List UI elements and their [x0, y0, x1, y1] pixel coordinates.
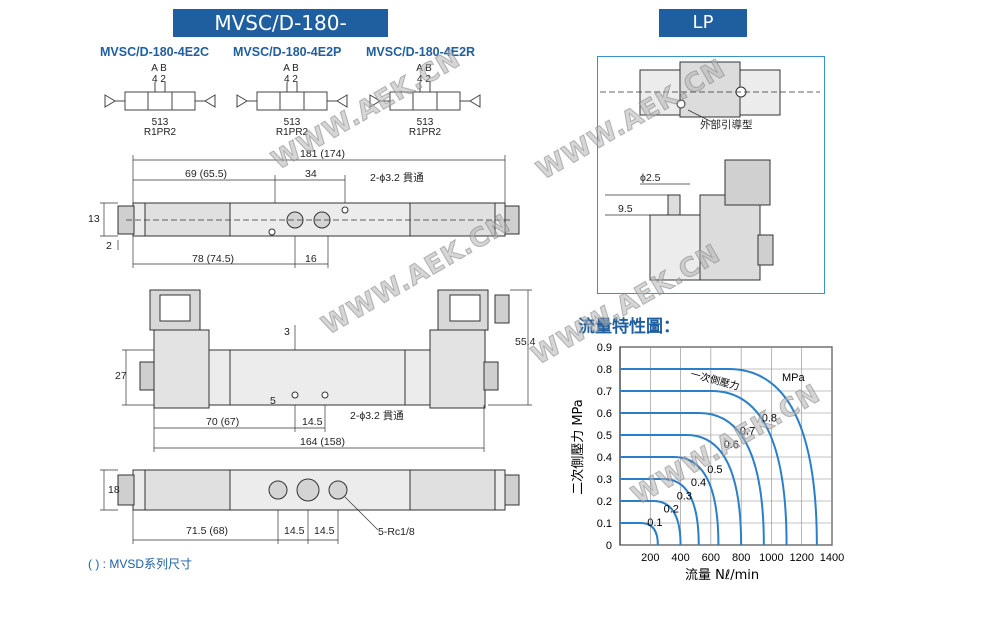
y-tick-label: 0 [606, 540, 612, 552]
dim-overall-top: 181 (174) [300, 148, 345, 160]
y-tick-label: 0.4 [597, 452, 612, 464]
dim-16: 16 [305, 253, 317, 265]
dim-hole-top: 2-ϕ3.2 貫通 [370, 172, 424, 184]
symbol-c-bottom-ports: R1PR2 [143, 127, 177, 138]
series-label-0.1: 0.1 [647, 517, 662, 529]
y-tick-label: 0.6 [597, 408, 612, 420]
dim-14-5-b: 14.5 [314, 525, 335, 537]
series-note: ( ) : MVSD系列尺寸 [88, 557, 192, 571]
dim-3: 3 [284, 326, 290, 338]
front-view-dims [122, 289, 532, 452]
lp-d95: 9.5 [618, 203, 633, 215]
symbol-title-r: MVSC/D-180-4E2R [366, 45, 476, 59]
y-tick-label: 0.3 [597, 474, 612, 486]
y-tick-label: 0.5 [597, 430, 612, 442]
series-label-0.7: 0.7 [740, 426, 755, 438]
dim-27: 27 [115, 370, 127, 382]
series-label-0.2: 0.2 [664, 504, 679, 516]
symbol-title-p: MVSC/D-180-4E2P [233, 45, 342, 59]
symbol-r-top-nums: 4 2 [417, 74, 431, 85]
series-label-0.4: 0.4 [691, 477, 706, 489]
series-curve-0.7 [620, 390, 788, 546]
series-label-0.6: 0.6 [724, 439, 739, 451]
dim-5: 5 [270, 395, 276, 407]
series-curve-0.1 [620, 522, 659, 546]
symbol-r-bottom-ports: R1PR2 [408, 127, 442, 138]
symbol-r-graphic [369, 82, 481, 111]
lp-title-badge: LP [659, 9, 747, 37]
lp-drawing [600, 61, 820, 281]
symbol-p-graphic [236, 82, 348, 111]
dim-18: 18 [108, 484, 120, 496]
dim-71-5: 71.5 (68) [186, 525, 229, 537]
dim-14-5-front: 14.5 [302, 416, 323, 428]
y-tick-label: 0.1 [597, 518, 612, 530]
symbol-p-top-ports: A B [283, 63, 299, 74]
symbol-r-bottom-nums: 513 [416, 117, 434, 128]
lp-frame [597, 56, 825, 294]
y-tick-label: 0.2 [597, 496, 612, 508]
dim-13: 13 [88, 213, 100, 225]
dim-hole-front: 2-ϕ3.2 貫通 [350, 410, 404, 422]
dim-70: 70 (67) [206, 416, 240, 428]
symbol-title-c: MVSC/D-180-4E2C [100, 45, 210, 59]
flow-chart-title: 流量特性圖： [578, 317, 680, 337]
x-tick-label: 1200 [789, 552, 813, 564]
unit-label: MPa [782, 372, 806, 384]
dim-14-5-a: 14.5 [284, 525, 305, 537]
front-view [139, 289, 510, 409]
series-label-0.3: 0.3 [677, 490, 692, 502]
dim-55: 55.4 [515, 336, 536, 348]
y-tick-label: 0.9 [597, 342, 612, 354]
top-view [117, 202, 520, 237]
symbol-c-bottom-nums: 513 [151, 117, 169, 128]
x-tick-label: 200 [641, 552, 659, 564]
series-label-0.8: 0.8 [762, 412, 777, 424]
y-axis-label: 二次側壓力 MPa [570, 399, 586, 495]
series-curve-0.8 [620, 368, 818, 546]
symbol-c-graphic [104, 82, 216, 111]
x-tick-label: 1400 [820, 552, 844, 564]
dim-2: 2 [106, 240, 112, 252]
y-tick-label: 0.7 [597, 386, 612, 398]
series-curve-0.5 [620, 434, 743, 546]
symbol-c-top-nums: 4 2 [152, 74, 166, 85]
model-title-badge: MVSC/D-180-4E2C.P.R [173, 9, 388, 63]
dim-69: 69 (65.5) [185, 168, 228, 180]
dim-78: 78 (74.5) [192, 253, 235, 265]
bottom-view [117, 469, 520, 511]
symbol-r-top-ports: A B [416, 63, 432, 74]
x-axis-label: 流量 Nℓ/min [685, 568, 759, 583]
symbol-p-bottom-ports: R1PR2 [275, 127, 309, 138]
series-curve-0.2 [620, 500, 682, 546]
y-tick-label: 0.8 [597, 364, 612, 376]
bottom-view-dims [100, 469, 379, 544]
series-curve-0.4 [620, 456, 720, 546]
x-tick-label: 600 [702, 552, 720, 564]
symbol-c-top-ports: A B [151, 63, 167, 74]
symbol-p-bottom-nums: 513 [283, 117, 301, 128]
dim-34: 34 [305, 168, 317, 180]
dim-overall-front: 164 (158) [300, 436, 345, 448]
series-curve-0.3 [620, 478, 700, 546]
dim-port: 5-Rc1/8 [378, 526, 415, 538]
top-view-dims [100, 155, 506, 268]
symbol-p-top-nums: 4 2 [284, 74, 298, 85]
lp-ext-lead-label: 外部引導型 [700, 119, 753, 131]
x-tick-label: 400 [671, 552, 689, 564]
x-tick-label: 800 [732, 552, 750, 564]
lp-d25: ϕ2.5 [640, 172, 661, 184]
series-label-0.5: 0.5 [707, 464, 722, 476]
x-tick-label: 1000 [759, 552, 783, 564]
series-curve-0.6 [620, 412, 765, 546]
